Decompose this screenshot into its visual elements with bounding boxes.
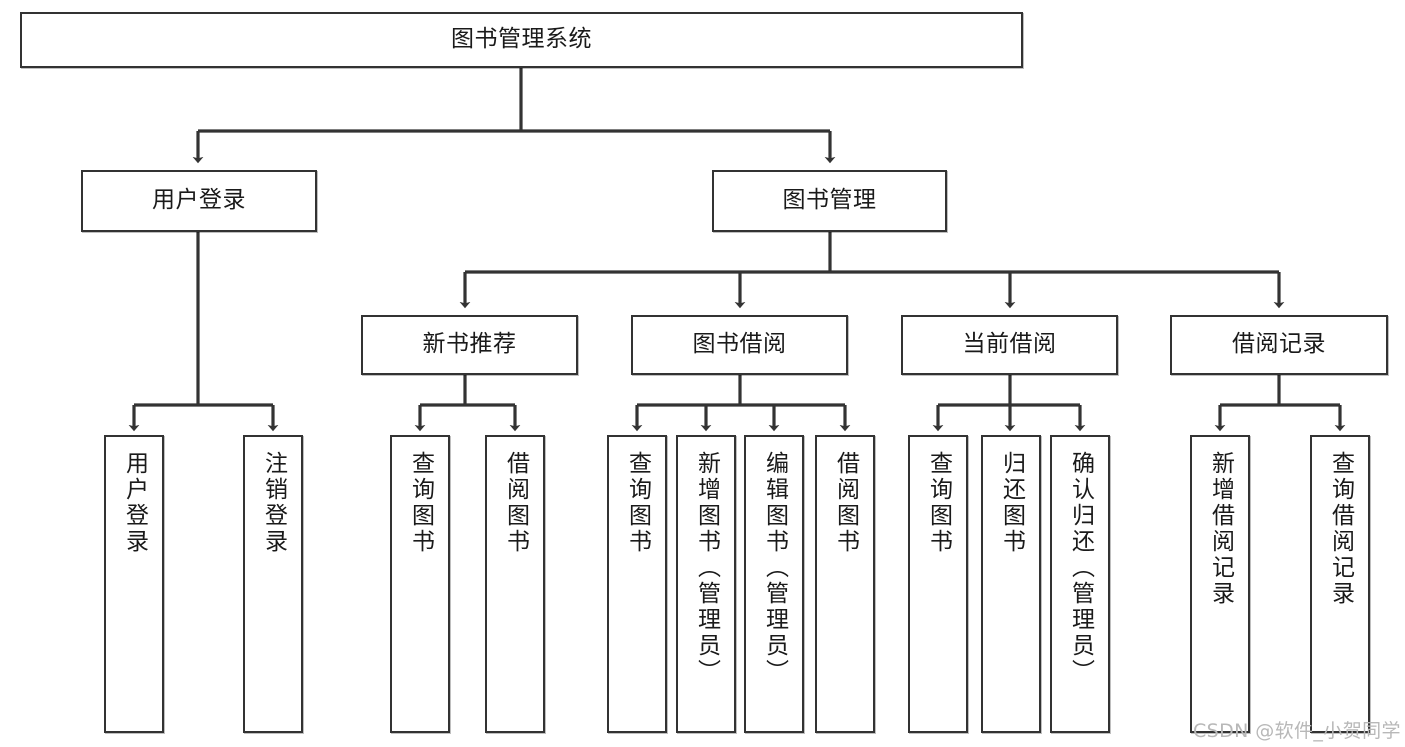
node-leaf-logout[interactable]: 注销登录 [243,435,303,733]
node-leaf-add-record-label: 新增借阅记录 [1207,451,1234,607]
node-leaf-borrow-book-2[interactable]: 借阅图书 [815,435,875,733]
node-leaf-borrow-book-2-label: 借阅图书 [832,451,859,555]
node-leaf-query-record-label: 查询借阅记录 [1327,451,1354,607]
node-leaf-logout-label: 注销登录 [260,451,287,555]
node-leaf-return-book[interactable]: 归还图书 [981,435,1041,733]
node-leaf-add-book-label: 新增图书（管理员） [693,451,720,685]
node-new-book-rec-label: 新书推荐 [422,331,517,358]
node-leaf-query-book-3-label: 查询图书 [925,451,952,555]
node-root[interactable]: 图书管理系统 [20,12,1023,68]
node-user-login-label: 用户登录 [152,187,246,214]
node-leaf-user-login[interactable]: 用户登录 [104,435,164,733]
node-leaf-confirm-return-label: 确认归还（管理员） [1067,451,1094,685]
node-leaf-query-book-2-label: 查询图书 [624,451,651,555]
node-leaf-edit-book[interactable]: 编辑图书（管理员） [744,435,804,733]
node-leaf-query-book-3[interactable]: 查询图书 [908,435,968,733]
node-leaf-user-login-label: 用户登录 [121,451,148,555]
node-book-manage[interactable]: 图书管理 [712,170,947,232]
node-borrow-record[interactable]: 借阅记录 [1170,315,1388,375]
node-leaf-add-book[interactable]: 新增图书（管理员） [676,435,736,733]
node-leaf-confirm-return[interactable]: 确认归还（管理员） [1050,435,1110,733]
node-user-login[interactable]: 用户登录 [81,170,317,232]
node-book-borrow[interactable]: 图书借阅 [631,315,848,375]
node-leaf-borrow-book-1-label: 借阅图书 [502,451,529,555]
node-leaf-return-book-label: 归还图书 [998,451,1025,555]
node-leaf-edit-book-label: 编辑图书（管理员） [761,451,788,685]
node-current-borrow[interactable]: 当前借阅 [901,315,1118,375]
node-book-borrow-label: 图书借阅 [692,331,787,358]
node-current-borrow-label: 当前借阅 [962,331,1057,358]
watermark: CSDN @软件_小贺同学 [1193,720,1401,742]
node-leaf-query-book-1-label: 查询图书 [407,451,434,555]
node-root-label: 图书管理系统 [451,26,592,53]
node-borrow-record-label: 借阅记录 [1232,331,1326,358]
node-leaf-borrow-book-1[interactable]: 借阅图书 [485,435,545,733]
node-leaf-query-book-2[interactable]: 查询图书 [607,435,667,733]
node-leaf-add-record[interactable]: 新增借阅记录 [1190,435,1250,733]
node-new-book-rec[interactable]: 新书推荐 [361,315,578,375]
node-book-manage-label: 图书管理 [782,187,877,214]
node-leaf-query-record[interactable]: 查询借阅记录 [1310,435,1370,733]
node-leaf-query-book-1[interactable]: 查询图书 [390,435,450,733]
